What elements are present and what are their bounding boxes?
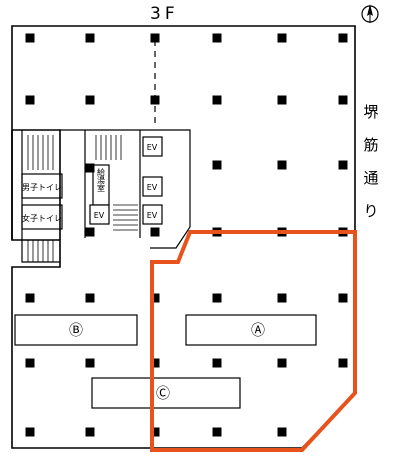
womens-toilet-label: 女子トイレ xyxy=(22,213,62,223)
street-char-3: 通 xyxy=(363,169,379,187)
zone-a-box xyxy=(185,314,317,346)
column-14 xyxy=(277,160,287,170)
north-arrow-icon xyxy=(361,4,379,23)
column-8 xyxy=(85,95,95,105)
column-9 xyxy=(150,95,160,105)
elevator-boxes xyxy=(89,136,163,225)
column-34 xyxy=(25,427,35,437)
column-15 xyxy=(338,160,348,170)
column-24 xyxy=(150,293,160,303)
column-16 xyxy=(85,163,95,173)
zone-b-box xyxy=(14,314,138,346)
column-28 xyxy=(25,358,35,368)
column-35 xyxy=(85,427,95,437)
column-2 xyxy=(85,33,95,43)
column-1 xyxy=(25,33,35,43)
column-37 xyxy=(212,427,222,437)
street-char-4: り xyxy=(363,202,379,220)
column-25 xyxy=(212,293,222,303)
column-26 xyxy=(277,293,287,303)
column-32 xyxy=(277,358,287,368)
highlighted-area-outline xyxy=(150,230,357,452)
column-10 xyxy=(212,95,222,105)
column-6 xyxy=(338,33,348,43)
column-27 xyxy=(338,293,348,303)
elevator-label-3: EV xyxy=(147,211,158,220)
column-23 xyxy=(85,293,95,303)
kitchen-label: 給湯室 xyxy=(97,167,106,192)
column-33 xyxy=(338,358,348,368)
column-7 xyxy=(25,95,35,105)
zone-b-label: Ⓑ xyxy=(69,323,83,339)
elevator-label-1: EV xyxy=(147,143,158,152)
stair-lines xyxy=(27,135,138,262)
column-13 xyxy=(212,160,222,170)
column-18 xyxy=(150,227,160,237)
column-22 xyxy=(25,293,35,303)
column-17 xyxy=(85,227,95,237)
street-char-1: 堺 xyxy=(363,103,379,121)
elevator-label-2: EV xyxy=(147,183,158,192)
core xyxy=(21,129,191,263)
column-31 xyxy=(212,358,222,368)
zone-c-label: Ⓒ xyxy=(156,386,170,402)
street-label: 堺 筋 通 り xyxy=(360,96,382,228)
column-11 xyxy=(277,95,287,105)
column-4 xyxy=(212,33,222,43)
column-36 xyxy=(150,427,160,437)
zone-a-label: Ⓐ xyxy=(251,323,265,339)
column-30 xyxy=(150,358,160,368)
column-5 xyxy=(277,33,287,43)
column-29 xyxy=(85,358,95,368)
columns xyxy=(25,33,348,437)
column-3 xyxy=(150,33,160,43)
zone-c-box xyxy=(91,377,241,409)
mens-toilet-label: 男子トイレ xyxy=(22,183,62,192)
column-12 xyxy=(338,95,348,105)
street-char-2: 筋 xyxy=(363,136,379,154)
column-38 xyxy=(277,427,287,437)
elevator-label-4: EV xyxy=(94,211,105,220)
floor-label: 3F xyxy=(150,4,179,24)
